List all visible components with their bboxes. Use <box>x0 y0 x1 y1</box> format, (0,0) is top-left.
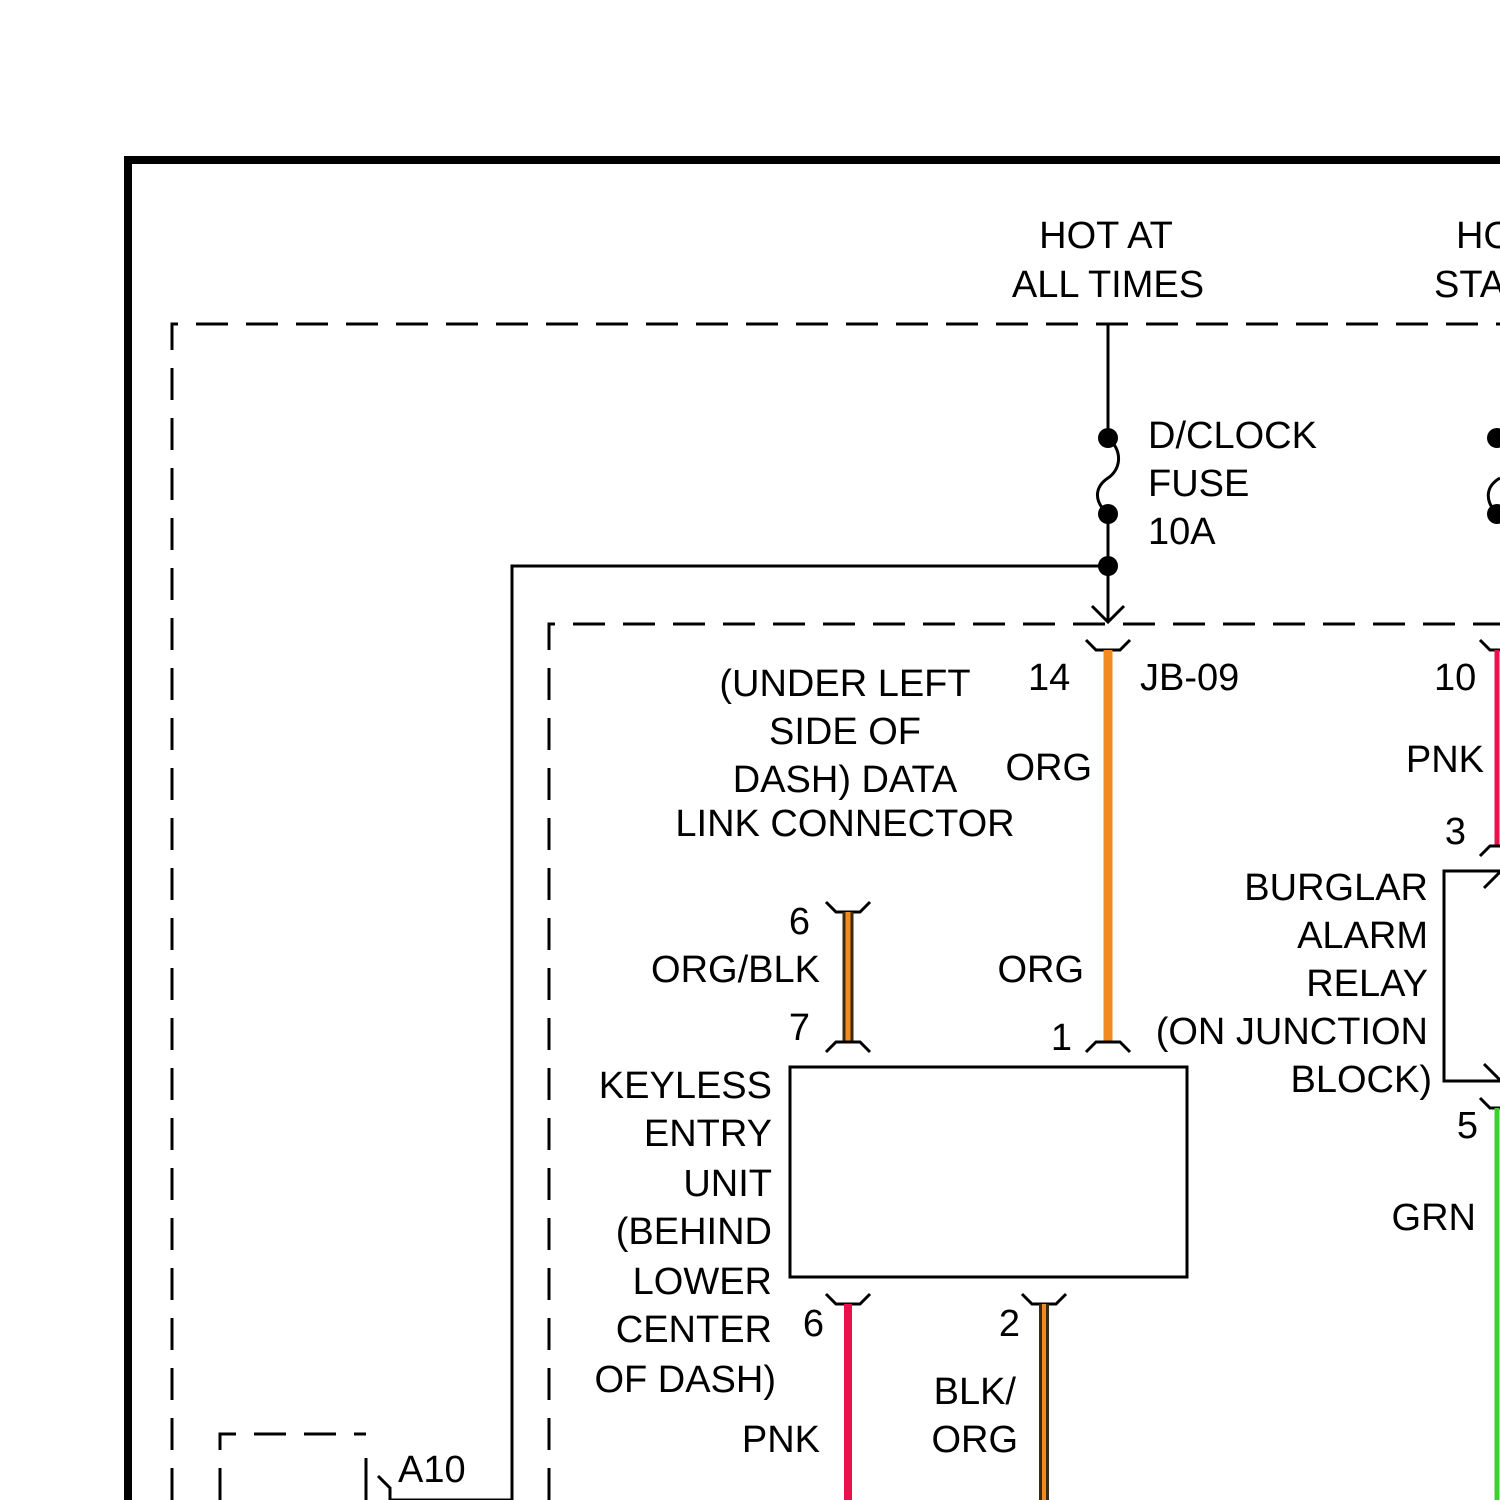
fuse-label-line1: D/CLOCK <box>1148 415 1317 457</box>
keyless-pin6-connector-icon <box>826 1294 870 1304</box>
hot2-label-line1: HO <box>1456 215 1500 257</box>
org-wire-label-upper: ORG <box>1005 747 1092 789</box>
keyless-entry-unit-box <box>790 1067 1187 1277</box>
burglar-alarm-relay-box <box>1444 871 1500 1081</box>
jb10-connector-icon <box>1480 640 1500 650</box>
keyless-label-line2: ENTRY <box>644 1113 772 1155</box>
keyless-label-line5: LOWER <box>633 1261 772 1303</box>
fuse2-terminal-top <box>1487 428 1500 448</box>
hot-label-line1: HOT AT <box>1039 215 1173 257</box>
dlc-pin7-connector-icon <box>826 1042 870 1052</box>
relay-label-line4: (ON JUNCTION <box>1156 1011 1428 1053</box>
jb-pin-10: 10 <box>1434 657 1476 699</box>
blk-org-label-line1: BLK/ <box>934 1371 1017 1413</box>
keyless-label-line3: UNIT <box>683 1163 772 1205</box>
relay-label-line2: ALARM <box>1297 915 1428 957</box>
keyless-pin-1: 1 <box>1051 1017 1072 1059</box>
relay-pin5-connector-icon <box>1480 1098 1500 1108</box>
relay-label-line1: BURGLAR <box>1244 867 1428 909</box>
dlc-pin-7: 7 <box>789 1007 810 1049</box>
keyless-pin-2: 2 <box>999 1303 1020 1345</box>
keyless-pin-6: 6 <box>803 1303 824 1345</box>
fuse-label-line3: 10A <box>1148 511 1216 553</box>
blk-org-label-line2: ORG <box>931 1419 1018 1461</box>
dlc-label-line3: DASH) DATA <box>733 759 958 801</box>
dlc-label-line1: (UNDER LEFT <box>719 663 970 705</box>
hot2-label-line2: STA <box>1434 264 1500 306</box>
dlc-label-line4: LINK CONNECTOR <box>675 803 1014 845</box>
a10-connector-icon <box>378 1476 390 1500</box>
keyless-label-line6: CENTER <box>616 1309 772 1351</box>
hot-label-line2: ALL TIMES <box>1012 264 1204 306</box>
fuse2-terminal-bottom <box>1487 504 1500 524</box>
relay-pin3-connector-icon <box>1480 846 1500 856</box>
dlc-pin6-connector-icon <box>826 902 870 912</box>
relay-label-line3: RELAY <box>1306 963 1428 1005</box>
org-wire-label-lower: ORG <box>997 949 1084 991</box>
module-a10-outline <box>220 1434 366 1500</box>
relay-label-line5: BLOCK) <box>1291 1059 1432 1101</box>
relay-pin-5: 5 <box>1457 1105 1478 1147</box>
keyless-pin1-connector-icon <box>1086 1042 1130 1052</box>
dlc-pin-6: 6 <box>789 901 810 943</box>
fuse-element-icon <box>1097 438 1118 514</box>
fuse-label-line2: FUSE <box>1148 463 1249 505</box>
pnk-right-wire-label: PNK <box>1406 739 1484 781</box>
dlc-wire-color-label: ORG/BLK <box>651 949 820 991</box>
keyless-label-line1: KEYLESS <box>599 1065 772 1107</box>
module-a10-label: A10 <box>398 1449 466 1491</box>
jb09-female-connector-icon <box>1086 640 1130 650</box>
jb-label: JB-09 <box>1140 657 1239 699</box>
jb-pin-14: 14 <box>1028 657 1070 699</box>
dlc-label-line2: SIDE OF <box>769 711 921 753</box>
keyless-label-line4: (BEHIND <box>616 1211 772 1253</box>
keyless-pin2-connector-icon <box>1022 1294 1066 1304</box>
grn-wire-label: GRN <box>1392 1197 1476 1239</box>
pnk-bottom-wire-label: PNK <box>742 1419 820 1461</box>
relay-pin-3: 3 <box>1445 811 1466 853</box>
keyless-label-line7: OF DASH) <box>594 1359 776 1401</box>
